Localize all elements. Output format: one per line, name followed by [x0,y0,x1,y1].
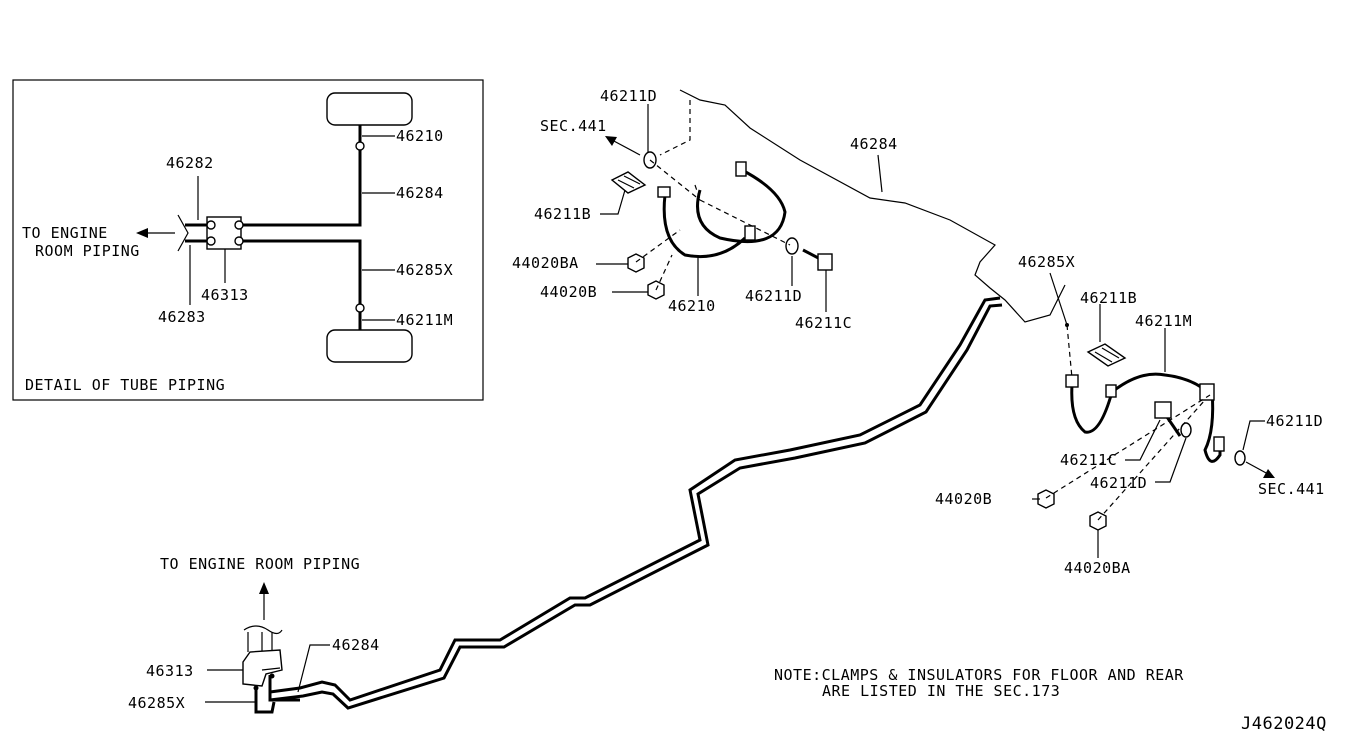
label-46211d-front-low: 46211D [745,287,802,305]
bottom-left-assembly: TO ENGINE ROOM PIPING 46313 46285X 46284 [128,555,380,714]
label-46211b-rear: 46211B [1080,289,1137,307]
washer-46211d-low [785,237,799,255]
label-46211d-rear-low: 46211D [1090,474,1147,492]
tube-46285x-detail [243,239,362,330]
label-sec441-front: SEC.441 [540,117,607,135]
main-brake-tube: 46284 46285X [269,89,1075,710]
detail-label-46283: 46283 [158,308,206,326]
detail-frame [12,79,484,401]
label-46285x-bottom: 46285X [128,694,185,712]
label-46211b-front: 46211B [534,205,591,223]
detail-label-46211m: 46211M [396,311,453,329]
diagram-id: J462024Q [1241,714,1327,734]
detail-label-46284: 46284 [396,184,444,202]
detail-label-46210: 46210 [396,127,444,145]
note-line1: NOTE:CLAMPS & INSULATORS FOR FLOOR AND R… [774,666,1184,684]
rear-wheel-icon [326,329,413,363]
label-44020ba-rear: 44020BA [1064,559,1131,577]
label-44020ba-front: 44020BA [512,254,579,272]
rear-right-assembly: 46211B 46211M 46211D SEC.441 46211C 4621… [935,289,1325,577]
main-tube-upper [269,296,1001,702]
detail-label-46285x: 46285X [396,261,453,279]
detail-label-46282: 46282 [166,154,214,172]
label-46211c-rear: 46211C [1060,451,1117,469]
note-line2: ARE LISTED IN THE SEC.173 [822,682,1060,700]
main-tube-lower [269,303,1003,710]
label-46284-bottom: 46284 [332,636,380,654]
label-44020b-rear: 44020B [935,490,992,508]
label-46210-front: 46210 [668,297,716,315]
label-sec441-rear: SEC.441 [1258,480,1325,498]
front-left-assembly: 46211D SEC.441 46211B 44020BA 44020B 462… [512,87,852,332]
bracket-46211b-rear [1086,343,1127,367]
bolt-46211c [817,253,833,271]
detail-caption: DETAIL OF TUBE PIPING [25,376,225,394]
washer-46211d-rear-low [1180,422,1192,438]
junction-block-46313 [242,649,283,687]
nut-44020b-rear [1037,489,1055,509]
label-46285x-right: 46285X [1018,253,1075,271]
nut-44020ba [627,253,645,273]
arrow-sec441-icon [605,136,617,146]
hose-46210-second [696,168,787,244]
label-44020b-front: 44020B [540,283,597,301]
tube-46284-detail [243,125,362,227]
label-46211d-rear-right: 46211D [1266,412,1323,430]
detail-to-engine-line1: TO ENGINE [22,224,108,242]
arrow-sec441-rear-icon [1263,469,1275,478]
label-46211c-front: 46211C [795,314,852,332]
joint-46210-detail [355,141,365,151]
label-46313-bottom: 46313 [146,662,194,680]
bolt-46211c-rear [1154,401,1172,419]
nut-44020ba-rear [1089,511,1107,531]
label-46284-top: 46284 [850,135,898,153]
joint-46211m-detail [355,303,365,313]
label-46211d-front-top: 46211D [600,87,657,105]
detail-inset: 46210 46284 46285X 46211M 46282 46283 46… [12,79,484,401]
washer-46211d-rear-right [1234,450,1246,466]
body-floor-outline [679,89,1066,323]
detail-to-engine-line2: ROOM PIPING [35,242,140,260]
label-to-engine-bottom: TO ENGINE ROOM PIPING [160,555,360,573]
front-wheel-icon [326,92,413,126]
hose-46210 [662,194,747,259]
bracket-46211b [610,171,647,194]
detail-label-46313: 46313 [201,286,249,304]
label-46211m-rear: 46211M [1135,312,1192,330]
